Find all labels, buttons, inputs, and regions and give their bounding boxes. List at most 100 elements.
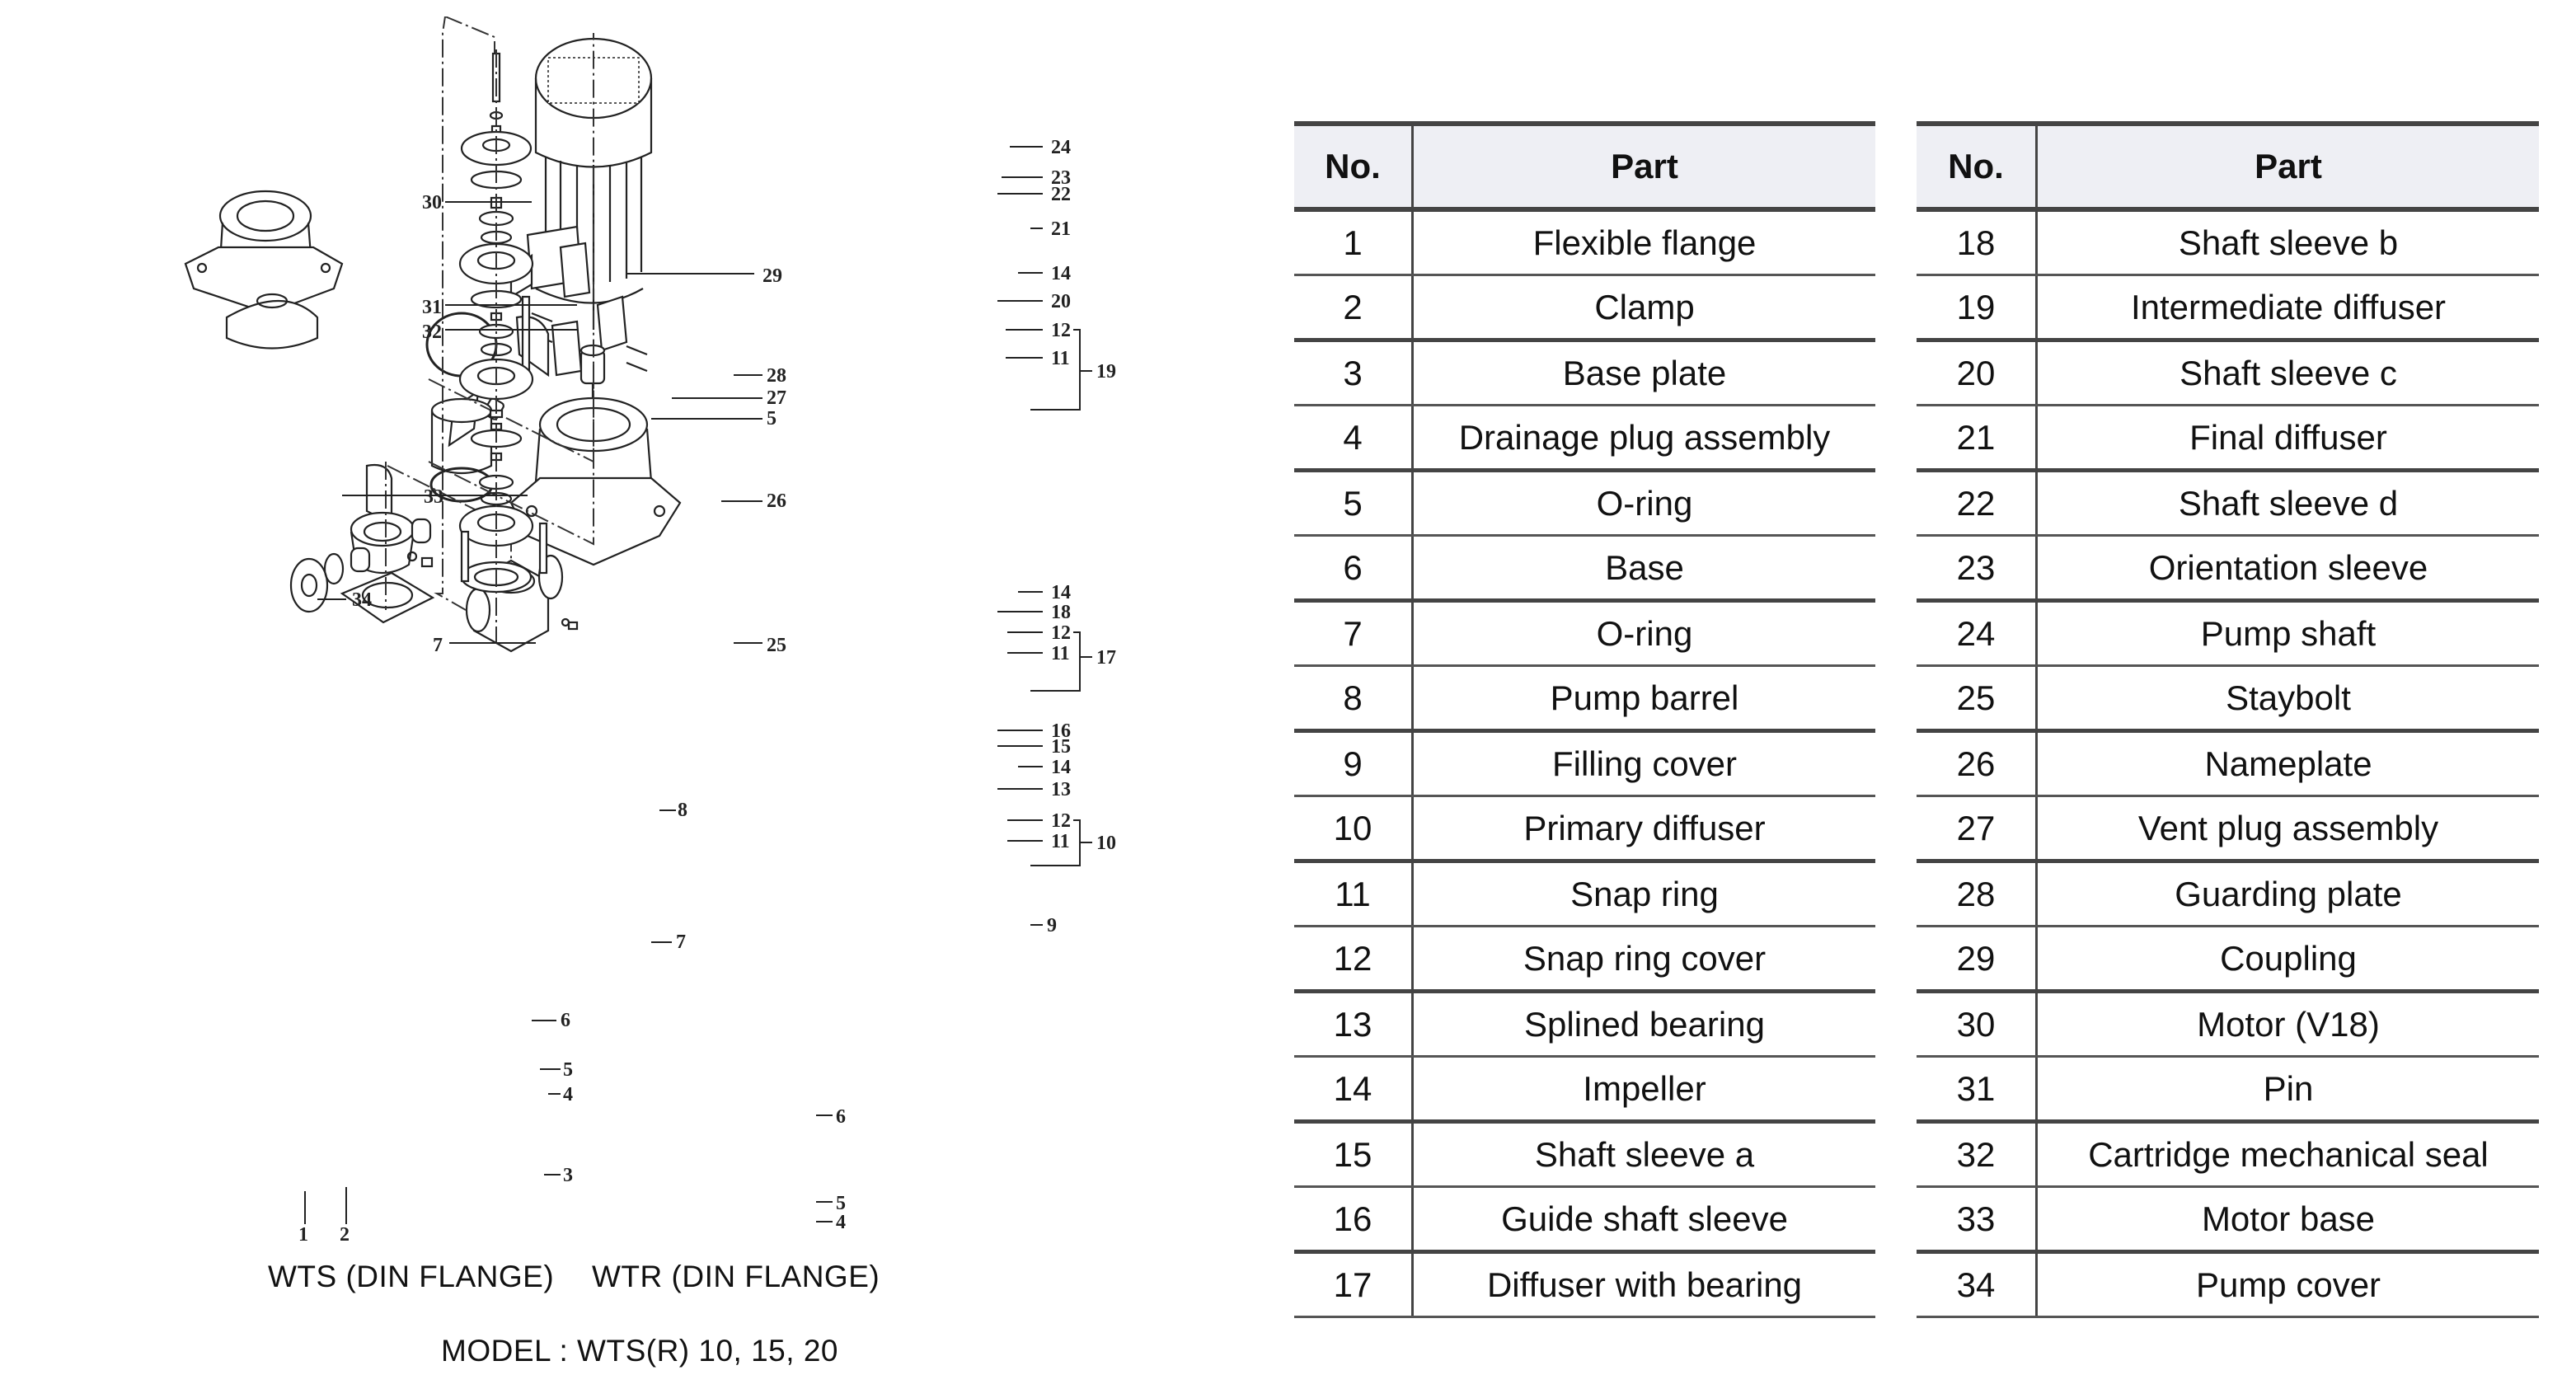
- part-number: 29: [1917, 926, 2038, 993]
- part-name: Intermediate diffuser: [2036, 275, 2539, 342]
- part-name: Impeller: [1412, 1056, 1875, 1124]
- part-name: Shaft sleeve c: [2036, 340, 2539, 406]
- exploded-diagram: [165, 12, 1187, 1269]
- motor-base-drawing: [509, 397, 682, 566]
- pump-cover-drawing: [225, 293, 319, 350]
- table-header-row: No. Part: [1917, 121, 2539, 212]
- part-number: 4: [1294, 405, 1414, 472]
- header-no: No.: [1294, 121, 1414, 212]
- part-name: Drainage plug assembly: [1412, 405, 1875, 472]
- part-name: Flexible flange: [1412, 209, 1875, 276]
- part-number: 5: [1294, 470, 1414, 537]
- part-number: 17: [1294, 1251, 1414, 1318]
- pump-stack-drawing: [458, 49, 548, 643]
- header-no: No.: [1917, 121, 2038, 212]
- part-name: Filling cover: [1412, 730, 1875, 797]
- part-number: 18: [1917, 209, 2038, 276]
- part-name: O-ring: [1412, 470, 1875, 537]
- part-number: 9: [1294, 730, 1414, 797]
- drain-plug-drawing: [420, 556, 434, 568]
- part-name: Diffuser with bearing: [1412, 1251, 1875, 1318]
- part-number: 33: [1917, 1186, 2038, 1254]
- part-number: 27: [1917, 795, 2038, 863]
- wts-variant-label: WTS (DIN FLANGE): [268, 1260, 555, 1293]
- part-name: Pin: [2036, 1056, 2539, 1124]
- o-ring-small-drawing: [406, 551, 418, 562]
- part-number: 15: [1294, 1121, 1414, 1188]
- exploded-diagram-svg: [184, 12, 682, 653]
- part-name: Guarding plate: [2036, 861, 2539, 927]
- part-number: 8: [1294, 665, 1414, 733]
- part-name: Shaft sleeve b: [2036, 209, 2539, 276]
- part-name: Guide shaft sleeve: [1412, 1186, 1875, 1254]
- part-number: 14: [1294, 1056, 1414, 1124]
- part-name: Pump shaft: [2036, 600, 2539, 667]
- part-name: Snap ring cover: [1412, 926, 1875, 993]
- part-number: 34: [1917, 1251, 2038, 1318]
- part-number: 6: [1294, 535, 1414, 603]
- part-name: Shaft sleeve a: [1412, 1121, 1875, 1188]
- part-number: 25: [1917, 665, 2038, 733]
- motor-base-alt-drawing: [184, 190, 344, 315]
- part-name: Motor (V18): [2036, 991, 2539, 1058]
- part-name: Shaft sleeve d: [2036, 470, 2539, 537]
- part-number: 1: [1294, 209, 1414, 276]
- base-wts-drawing: [350, 511, 432, 574]
- clamp-drawing: [323, 552, 345, 585]
- table-header-row: No. Part: [1294, 121, 1875, 212]
- part-name: Base: [1412, 535, 1875, 603]
- header-part: Part: [1412, 121, 1875, 212]
- base-plate-drawing: [340, 571, 435, 624]
- part-number: 16: [1294, 1186, 1414, 1254]
- part-number: 13: [1294, 991, 1414, 1058]
- part-number: 28: [1917, 861, 2038, 927]
- part-number: 21: [1917, 405, 2038, 472]
- part-number: 31: [1917, 1056, 2038, 1124]
- part-name: Vent plug assembly: [2036, 795, 2539, 863]
- part-number: 2: [1294, 275, 1414, 342]
- part-name: Coupling: [2036, 926, 2539, 993]
- part-name: Pump cover: [2036, 1251, 2539, 1318]
- part-number: 20: [1917, 340, 2038, 406]
- coupling-drawing: [531, 242, 648, 377]
- part-name: Staybolt: [2036, 665, 2539, 733]
- wtr-variant-label: WTR (DIN FLANGE): [592, 1260, 880, 1293]
- part-name: Snap ring: [1412, 861, 1875, 927]
- part-number: 26: [1917, 730, 2038, 797]
- part-name: Cartridge mechanical seal: [2036, 1121, 2539, 1188]
- part-name: Pump barrel: [1412, 665, 1875, 733]
